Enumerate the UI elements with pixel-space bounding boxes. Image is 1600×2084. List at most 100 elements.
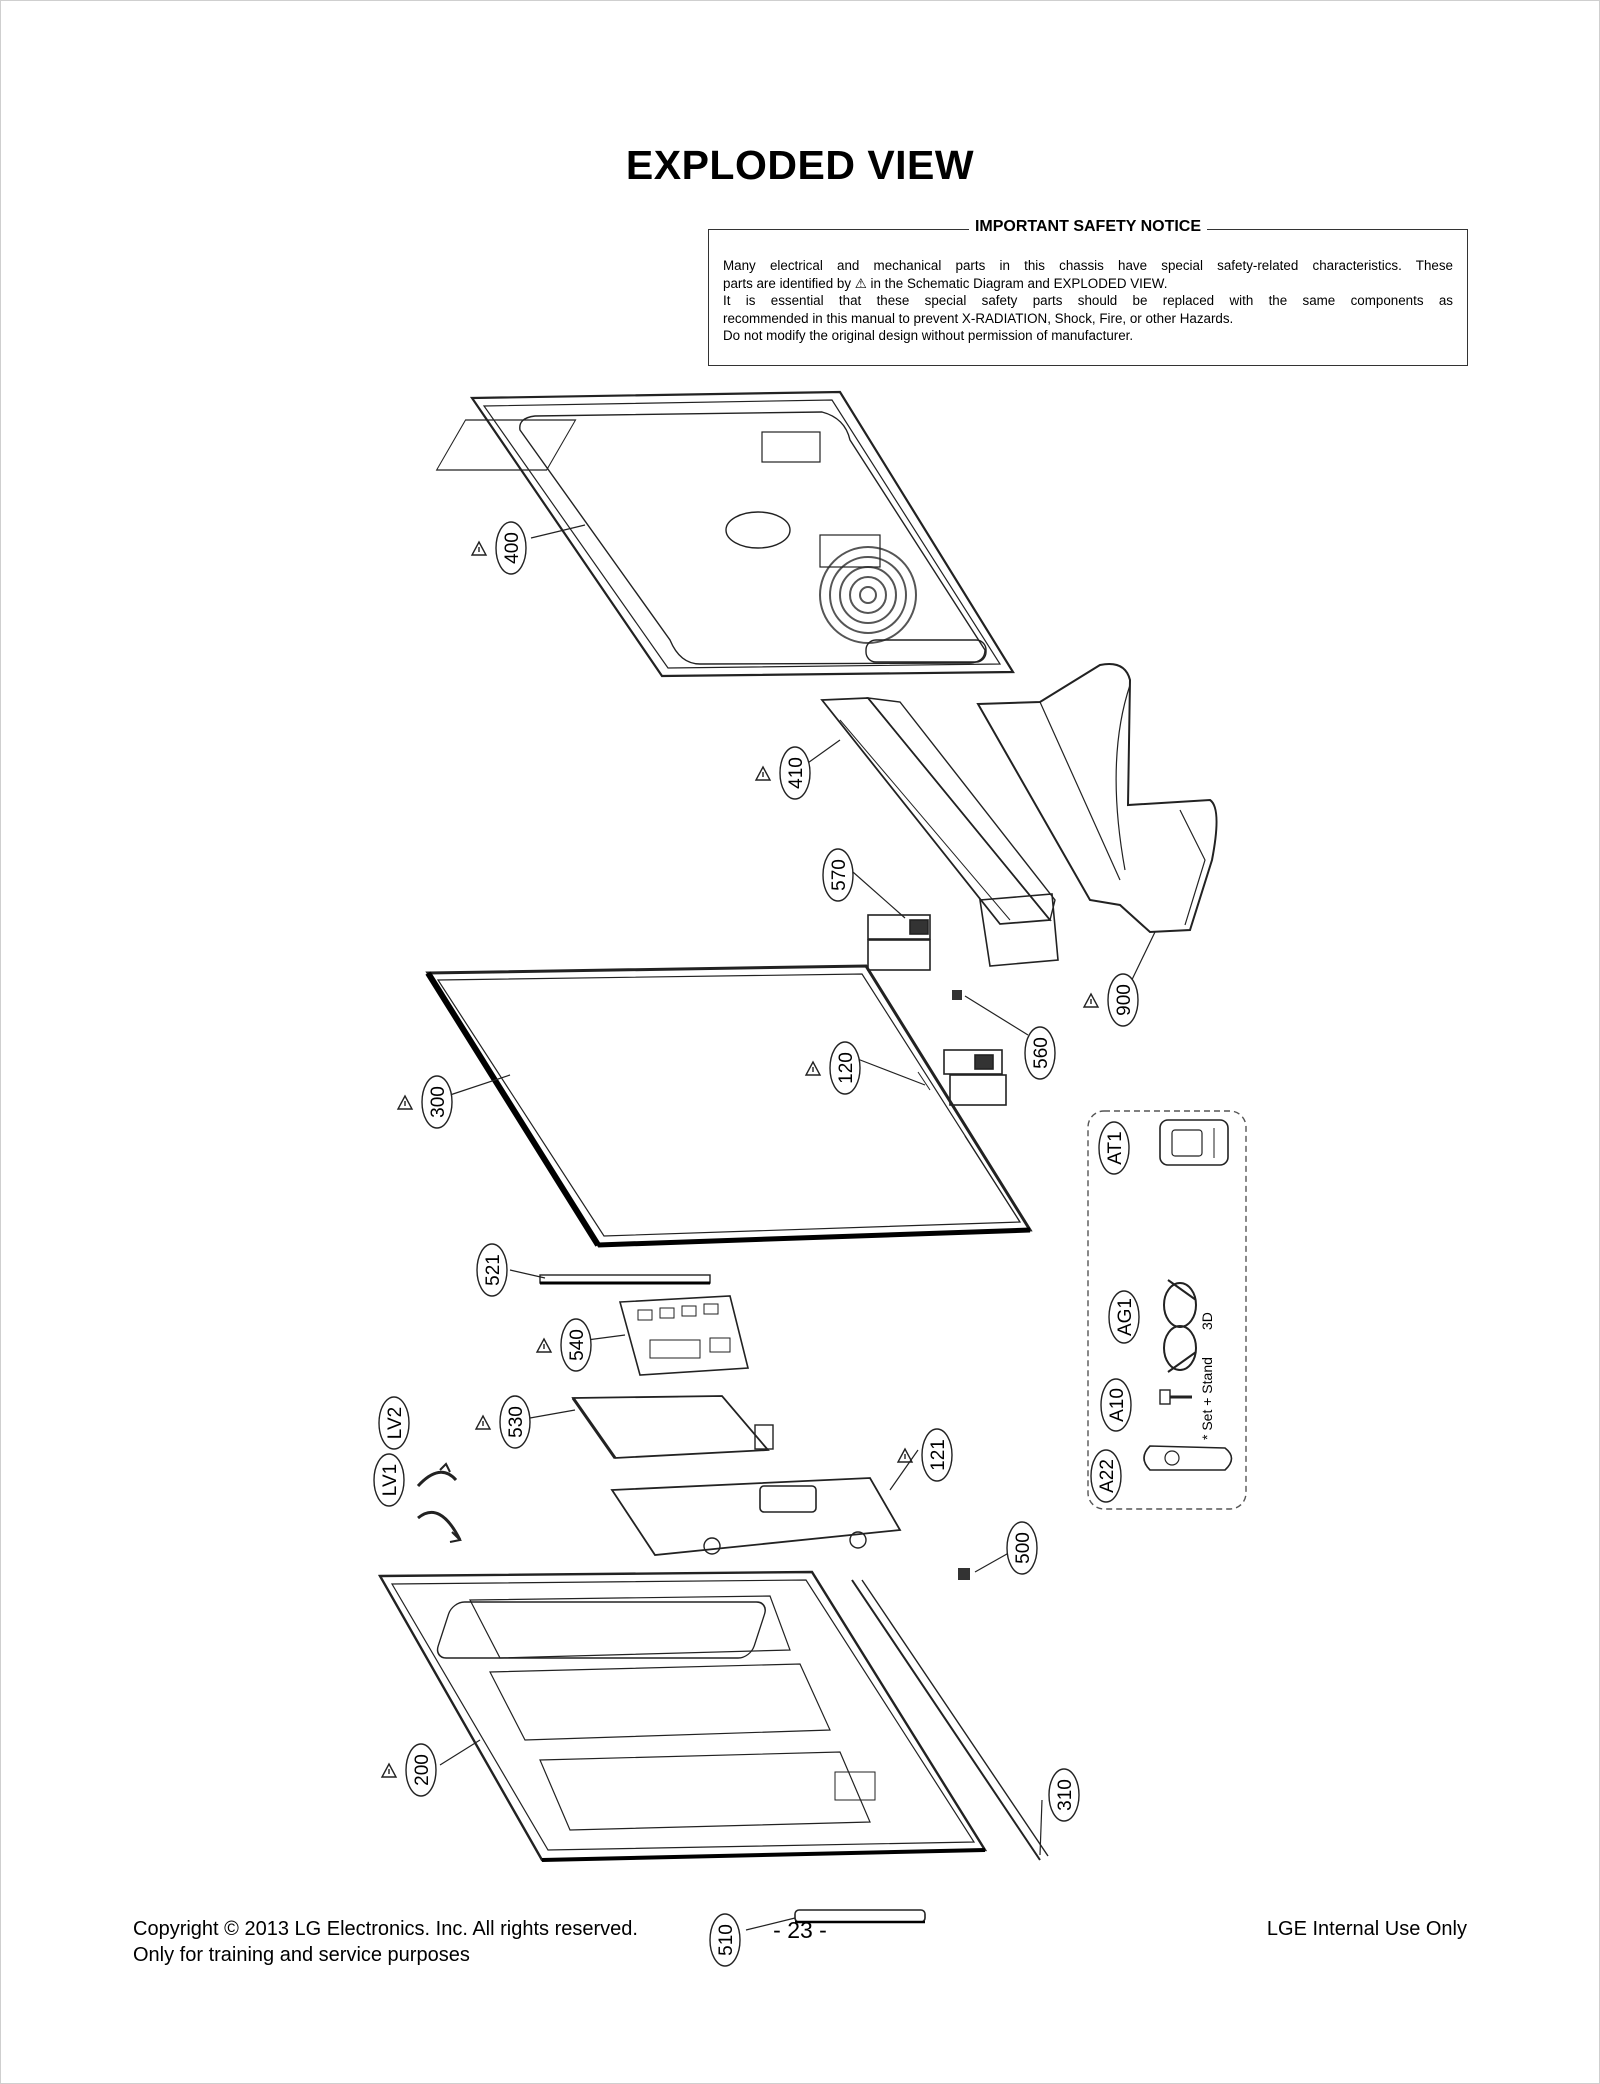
callout-560: 560 <box>1024 1026 1056 1080</box>
callout-570: 570 <box>822 848 854 902</box>
accessory-panel: 3D * Set + Stand <box>1087 1110 1247 1510</box>
callout-120: 120 <box>804 1041 861 1095</box>
callout-bubble <box>560 1318 592 1372</box>
callout-bubble <box>495 521 527 575</box>
notice-line: recommended in this manual to prevent X-… <box>723 310 1234 326</box>
part-540-main-board <box>618 1295 750 1376</box>
footer-copyright: Copyright © 2013 LG Electronics. Inc. Al… <box>133 1918 638 1940</box>
warning-triangle-icon <box>474 1414 492 1430</box>
callout-540: 540 <box>535 1318 592 1372</box>
callout-bubble <box>921 1428 953 1482</box>
part-310-side-bar <box>851 1579 1049 1861</box>
callout-label: 300 <box>428 1086 449 1118</box>
callout-bubble <box>405 1743 437 1797</box>
callout-900: 900 <box>1082 973 1139 1027</box>
part-200-rear-chassis <box>377 1570 988 1862</box>
footer-purpose: Only for training and service purposes <box>133 1944 470 1966</box>
callout-bubble <box>1048 1768 1080 1822</box>
safety-notice-heading: IMPORTANT SAFETY NOTICE <box>968 218 1208 235</box>
callout-bubble <box>1098 1121 1130 1175</box>
leader-lines <box>439 524 1156 1931</box>
callout-121: 121 <box>896 1428 953 1482</box>
safety-notice-box: IMPORTANT SAFETY NOTICE Many electrical … <box>708 218 1468 366</box>
callout-ag1: AG1 <box>1108 1290 1140 1344</box>
notice-line: parts are identified by ⚠ in the Schemat… <box>723 275 1168 291</box>
callout-bubble <box>1006 1521 1038 1575</box>
warning-triangle-icon <box>754 765 772 781</box>
callout-bubble <box>1108 1290 1140 1344</box>
part-120-speaker <box>943 1049 1007 1106</box>
callout-label: 121 <box>928 1439 949 1471</box>
callout-label: 560 <box>1031 1037 1052 1069</box>
warning-triangle-icon <box>1082 992 1100 1008</box>
callout-label: 120 <box>836 1052 857 1084</box>
accessory-at1-remote-pack <box>1159 1119 1229 1166</box>
callout-bubble <box>1090 1449 1122 1503</box>
callout-bubble <box>1100 1378 1132 1432</box>
callout-500: 500 <box>1006 1521 1038 1575</box>
warning-triangle-icon <box>804 1060 822 1076</box>
glasses-3d-label: 3D <box>1199 1312 1215 1330</box>
footer-copyright-block: Copyright © 2013 LG Electronics. Inc. Al… <box>133 1916 638 1968</box>
callout-bubble <box>378 1396 410 1450</box>
part-lv2-clip <box>416 1462 458 1488</box>
callout-200: 200 <box>380 1743 437 1797</box>
part-121-speaker <box>610 1477 902 1556</box>
callout-bubble <box>1107 973 1139 1027</box>
callout-at1: AT1 <box>1098 1121 1130 1175</box>
callout-label: 410 <box>786 757 807 789</box>
notice-line: Many electrical and mechanical parts in … <box>723 258 1453 273</box>
callout-label: 570 <box>829 859 850 891</box>
callout-bubble <box>829 1041 861 1095</box>
callout-label: LV2 <box>385 1407 406 1439</box>
part-500-clip <box>958 1568 970 1580</box>
callout-label: 200 <box>412 1754 433 1786</box>
callout-bubble <box>779 746 811 800</box>
callout-label: A22 <box>1097 1459 1118 1493</box>
page-number: - 23 - <box>773 1917 827 1943</box>
part-530-power-board <box>571 1395 774 1459</box>
part-560-clip <box>952 990 962 1000</box>
callout-label: 521 <box>483 1254 504 1286</box>
accessory-a22-magic-remote <box>1143 1445 1233 1471</box>
callout-bubble <box>709 1913 741 1967</box>
part-lv1-clip <box>417 1510 463 1543</box>
callout-lv1: LV1 <box>373 1453 405 1507</box>
callout-a10: A10 <box>1100 1378 1132 1432</box>
callout-label: 310 <box>1055 1779 1076 1811</box>
warning-triangle-icon <box>470 540 488 556</box>
callout-label: 530 <box>506 1406 527 1438</box>
screw-set-stand-label: * Set + Stand <box>1199 1357 1215 1440</box>
warning-triangle-icon <box>380 1762 398 1778</box>
callout-400: 400 <box>470 521 527 575</box>
callout-bubble <box>499 1395 531 1449</box>
callout-label: AG1 <box>1115 1298 1136 1336</box>
warning-triangle-icon <box>535 1337 553 1353</box>
safety-notice-body: Many electrical and mechanical parts in … <box>723 257 1453 345</box>
part-570-speaker <box>867 914 931 971</box>
callout-bubble <box>822 848 854 902</box>
callout-bubble <box>421 1075 453 1129</box>
callout-bubble <box>373 1453 405 1507</box>
accessory-ag1-3d-glasses <box>1163 1279 1197 1373</box>
callout-label: 900 <box>1114 984 1135 1016</box>
warning-triangle-icon <box>896 1447 914 1463</box>
callout-310: 310 <box>1048 1768 1080 1822</box>
part-410-stand-bracket <box>820 697 1059 967</box>
callout-521: 521 <box>476 1243 508 1297</box>
callout-label: 540 <box>567 1329 588 1361</box>
callout-lv2: LV2 <box>378 1396 410 1450</box>
part-521-strip <box>539 1274 711 1285</box>
callout-label: 510 <box>716 1924 737 1956</box>
callout-510: 510 <box>709 1913 741 1967</box>
callout-bubble <box>1024 1026 1056 1080</box>
notice-line: It is essential that these special safet… <box>723 293 1453 308</box>
footer-internal-use: LGE Internal Use Only <box>1266 1918 1467 1940</box>
callout-label: LV1 <box>380 1464 401 1496</box>
part-510-board <box>794 1909 926 1924</box>
callout-label: 500 <box>1013 1532 1034 1564</box>
part-300-panel <box>425 964 1033 1248</box>
warning-triangle-icon <box>396 1094 414 1110</box>
